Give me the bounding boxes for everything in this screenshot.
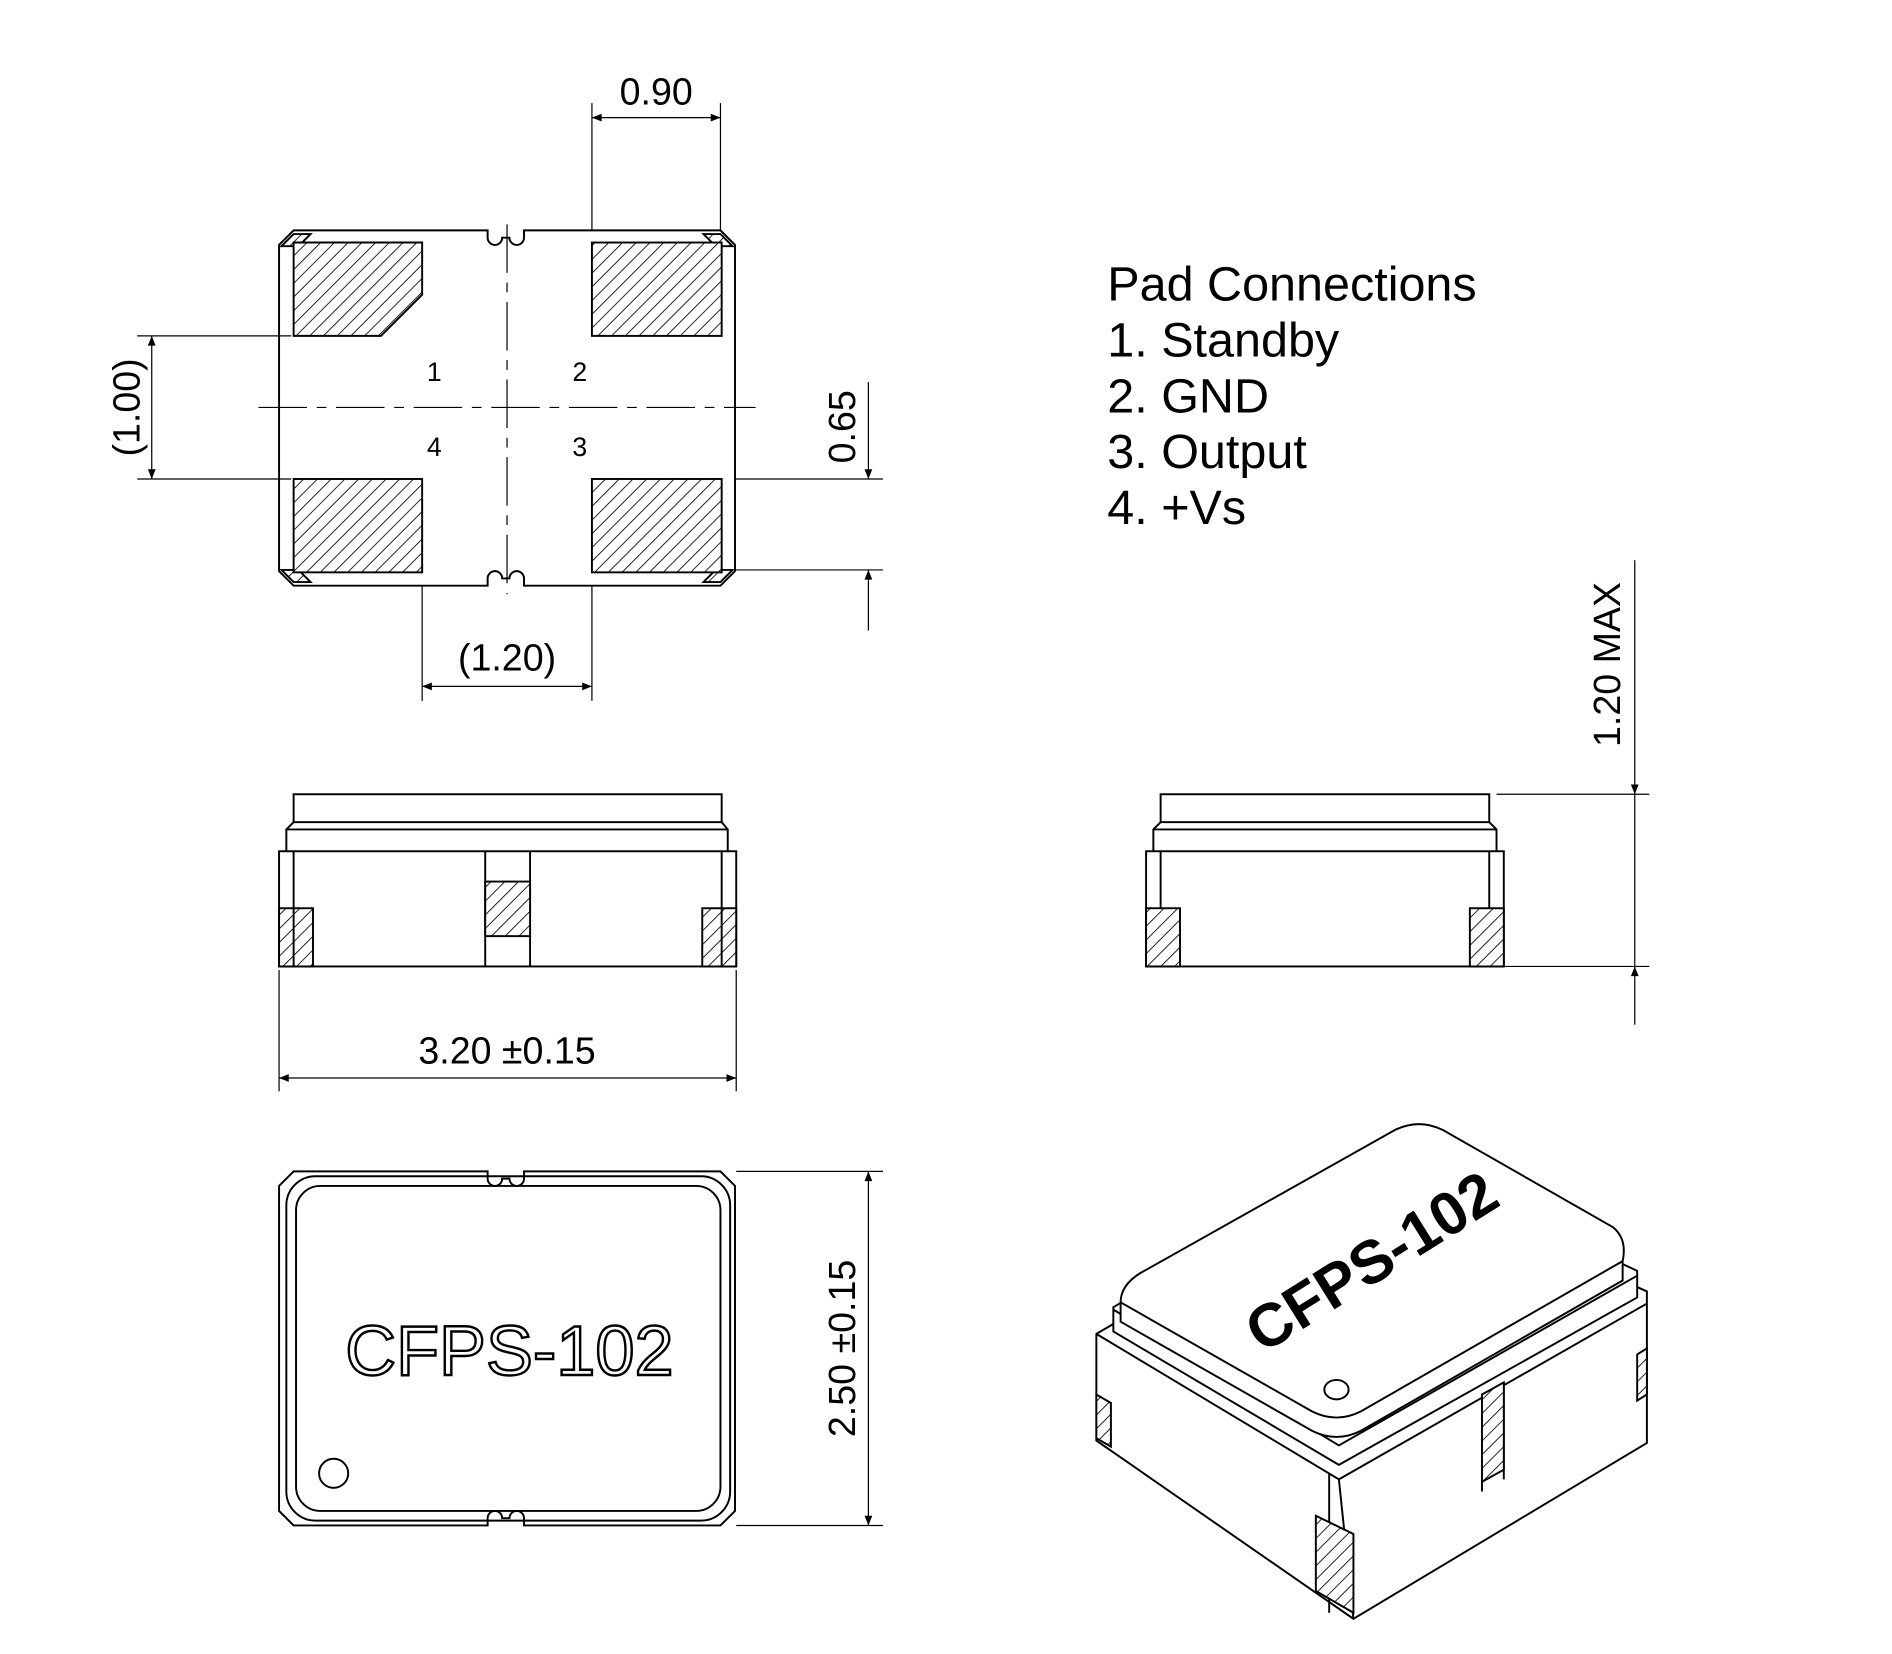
dim-width: 2.50 ±0.15 bbox=[821, 1260, 863, 1437]
pad-connection-1: 1. Standby bbox=[1107, 314, 1340, 368]
pin1-indicator-dot bbox=[318, 1457, 350, 1489]
isometric-view: CFPS-102 bbox=[1095, 1123, 1648, 1620]
pad-4 bbox=[292, 478, 424, 574]
pad-2 bbox=[590, 241, 723, 337]
pad-connection-2: 2. GND bbox=[1107, 369, 1269, 423]
dim-pad-width: 0.90 bbox=[620, 70, 693, 112]
top-lid-view: CFPS-102 2.50 ±0.15 bbox=[278, 1170, 883, 1527]
iso-pin1-dot bbox=[1323, 1378, 1350, 1401]
dim-pad-height: 0.65 bbox=[821, 390, 863, 463]
pad-1 bbox=[292, 241, 424, 337]
pad-connections-title: Pad Connections bbox=[1107, 258, 1476, 312]
pin-label-4: 4 bbox=[427, 432, 442, 462]
pin-label-2: 2 bbox=[572, 357, 587, 387]
front-side-view: 3.20 ±0.15 bbox=[278, 793, 738, 1092]
pad-connection-4: 4. +Vs bbox=[1107, 481, 1246, 535]
bottom-pad-view: 1 2 3 4 0.90 (1.00) 0.65 (1.20) bbox=[106, 70, 883, 701]
pin-label-3: 3 bbox=[572, 432, 587, 462]
pad-connection-3: 3. Output bbox=[1107, 425, 1307, 479]
dim-height: 1.20 MAX bbox=[1586, 582, 1628, 747]
dim-length: 3.20 ±0.15 bbox=[418, 1029, 595, 1071]
dim-pad-pitch: (1.00) bbox=[106, 358, 148, 456]
pad-connections-legend: Pad Connections 1. Standby 2. GND 3. Out… bbox=[1107, 258, 1476, 535]
pin-label-1: 1 bbox=[427, 357, 442, 387]
dim-pad-gap: (1.20) bbox=[458, 637, 556, 679]
pad-3 bbox=[590, 478, 723, 574]
end-side-view: 1.20 MAX bbox=[1145, 560, 1650, 1025]
lid-marking: CFPS-102 bbox=[345, 1311, 673, 1390]
